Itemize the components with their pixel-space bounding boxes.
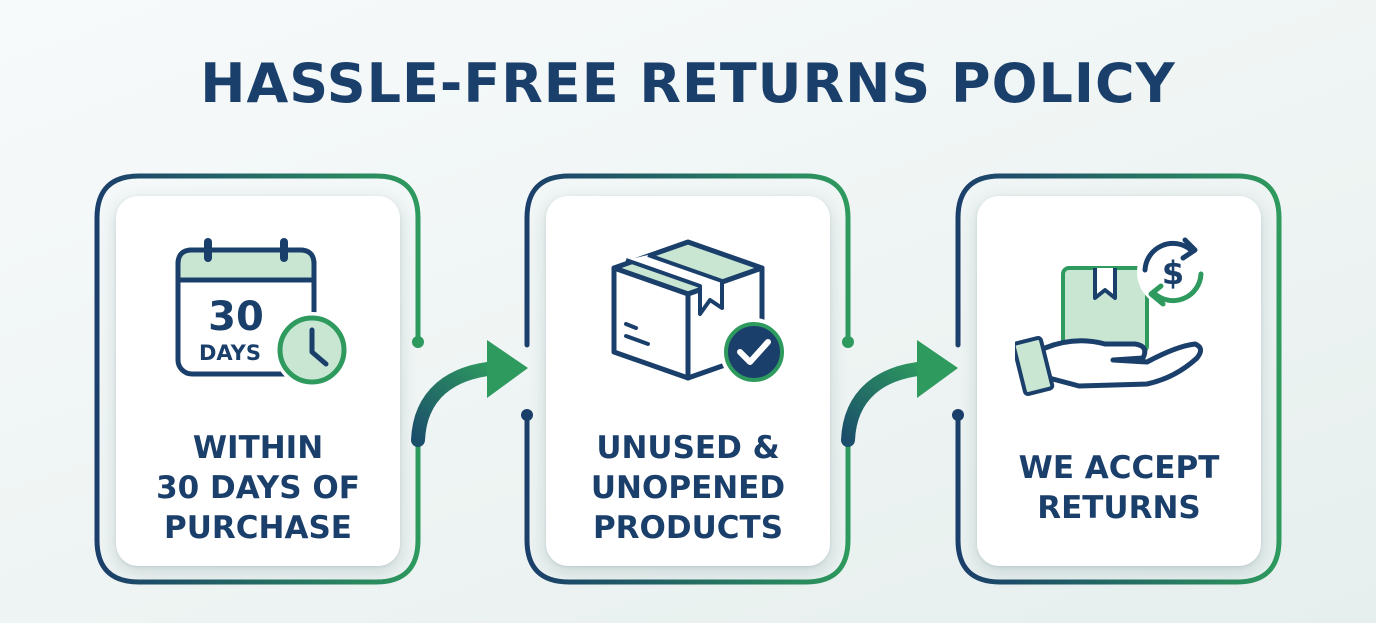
step-2-text: UNUSED & UNOPENED PRODUCTS xyxy=(590,430,786,546)
frame-3-dot-left xyxy=(952,409,964,421)
hand-box-refund-icon: $ xyxy=(1015,236,1209,396)
calendar-clock-icon: 30 DAYS xyxy=(175,238,350,388)
step-1-text: WITHIN 30 DAYS OF PURCHASE xyxy=(156,430,360,546)
arrow-1 xyxy=(411,340,528,447)
frame-1-dot-top xyxy=(412,336,424,348)
step-3-text: WE ACCEPT RETURNS xyxy=(1018,450,1220,526)
frame-2 xyxy=(524,173,851,585)
step-card-2: UNUSED & UNOPENED PRODUCTS xyxy=(546,196,830,566)
step-card-3: $ WE ACCEPT RETURNS xyxy=(977,196,1261,566)
step-card-1: 30 DAYS WITHIN 30 DAYS OF PURCHASE xyxy=(116,196,400,566)
frame-2-dot-right xyxy=(842,336,854,348)
box-check-icon xyxy=(611,239,788,386)
dollar-sign: $ xyxy=(1162,254,1184,292)
frame-1 xyxy=(94,173,421,585)
frame-2-dot-left xyxy=(521,409,533,421)
arrow-2 xyxy=(841,340,958,447)
calendar-label: DAYS xyxy=(199,341,261,365)
page-title: HASSLE-FREE RETURNS POLICY xyxy=(200,52,1176,115)
frame-3 xyxy=(955,173,1282,585)
calendar-number: 30 xyxy=(208,294,264,340)
